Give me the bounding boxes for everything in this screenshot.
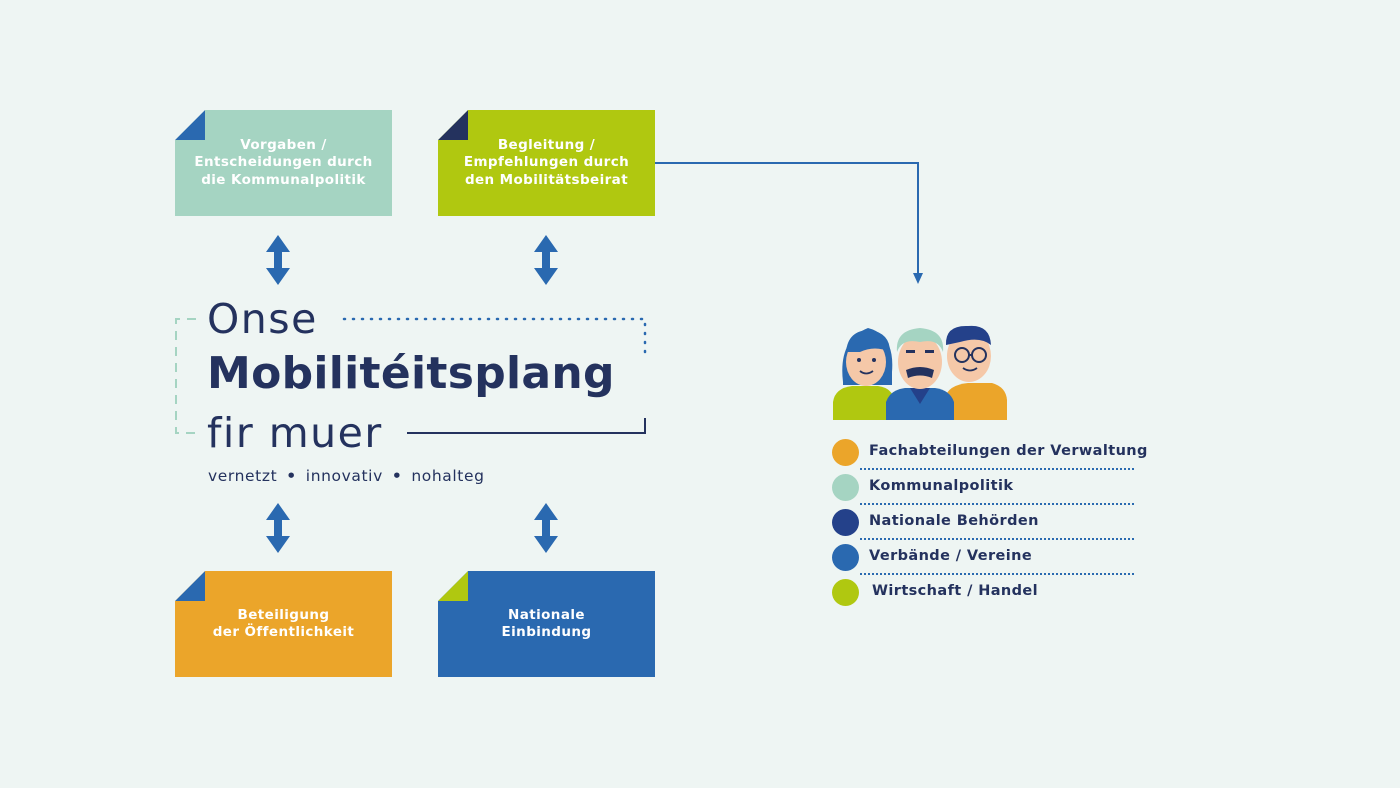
legend-item: Fachabteilungen der Verwaltung	[832, 435, 1134, 470]
title-line-onse: Onse	[207, 299, 318, 340]
box-line: Vorgaben /	[194, 137, 372, 155]
connector-line	[654, 163, 918, 276]
legend-dot	[832, 579, 859, 606]
tagline-word: vernetzt	[208, 467, 277, 485]
legend-label: Verbände / Vereine	[869, 548, 1032, 564]
box-begleitung-text: Begleitung / Empfehlungen durch den Mobi…	[452, 137, 641, 190]
title-line-mobiliteitsplang: Mobilitéitsplang	[207, 352, 615, 396]
box-line: der Öffentlichkeit	[213, 624, 355, 642]
legend-dot	[832, 509, 859, 536]
box-begleitung: Begleitung / Empfehlungen durch den Mobi…	[438, 110, 655, 216]
box-vorgaben-text: Vorgaben / Entscheidungen durch die Komm…	[182, 137, 384, 190]
box-line: den Mobilitätsbeirat	[464, 172, 629, 190]
box-line: Empfehlungen durch	[464, 154, 629, 172]
tagline-word: innovativ	[306, 467, 383, 485]
tagline-word: nohalteg	[411, 467, 484, 485]
tagline-dot: •	[286, 467, 297, 485]
tagline-dot: •	[392, 467, 403, 485]
double-vertical-arrow-icon	[534, 503, 558, 553]
double-vertical-arrow-icon	[266, 235, 290, 285]
box-vorgaben: Vorgaben / Entscheidungen durch die Komm…	[175, 110, 392, 216]
double-vertical-arrow-icon	[266, 503, 290, 553]
box-line: Entscheidungen durch	[194, 154, 372, 172]
box-einbindung: Nationale Einbindung	[438, 571, 655, 677]
box-einbindung-text: Nationale Einbindung	[490, 607, 604, 642]
title-frame-bottom	[407, 418, 645, 433]
corner-fold-icon	[175, 571, 205, 601]
box-line: Begleitung /	[464, 137, 629, 155]
legend-dot	[832, 474, 859, 501]
box-line: Einbindung	[502, 624, 592, 642]
legend-dot	[832, 439, 859, 466]
corner-fold-icon	[438, 110, 468, 140]
legend-label: Kommunalpolitik	[869, 478, 1013, 494]
box-beteiligung-text: Beteiligung der Öffentlichkeit	[201, 607, 367, 642]
title-line-fir-muer: fir muer	[207, 413, 383, 454]
box-beteiligung: Beteiligung der Öffentlichkeit	[175, 571, 392, 677]
tagline: vernetzt • innovativ • nohalteg	[208, 467, 485, 485]
box-line: Nationale	[502, 607, 592, 625]
legend-item: Wirtschaft / Handel	[832, 575, 1134, 610]
legend-label: Nationale Behörden	[869, 513, 1039, 529]
corner-fold-icon	[175, 110, 205, 140]
legend-item: Verbände / Vereine	[832, 540, 1134, 575]
title-frame-left	[176, 319, 196, 433]
corner-fold-icon	[438, 571, 468, 601]
people-group-icon	[833, 326, 1007, 420]
legend-item: Nationale Behörden	[832, 505, 1134, 540]
legend-item: Kommunalpolitik	[832, 470, 1134, 505]
legend-label: Fachabteilungen der Verwaltung	[869, 443, 1148, 459]
legend-dot	[832, 544, 859, 571]
double-vertical-arrow-icon	[534, 235, 558, 285]
legend-label: Wirtschaft / Handel	[872, 583, 1038, 599]
connector-arrowhead	[913, 273, 923, 284]
box-line: Beteiligung	[213, 607, 355, 625]
box-line: die Kommunalpolitik	[194, 172, 372, 190]
